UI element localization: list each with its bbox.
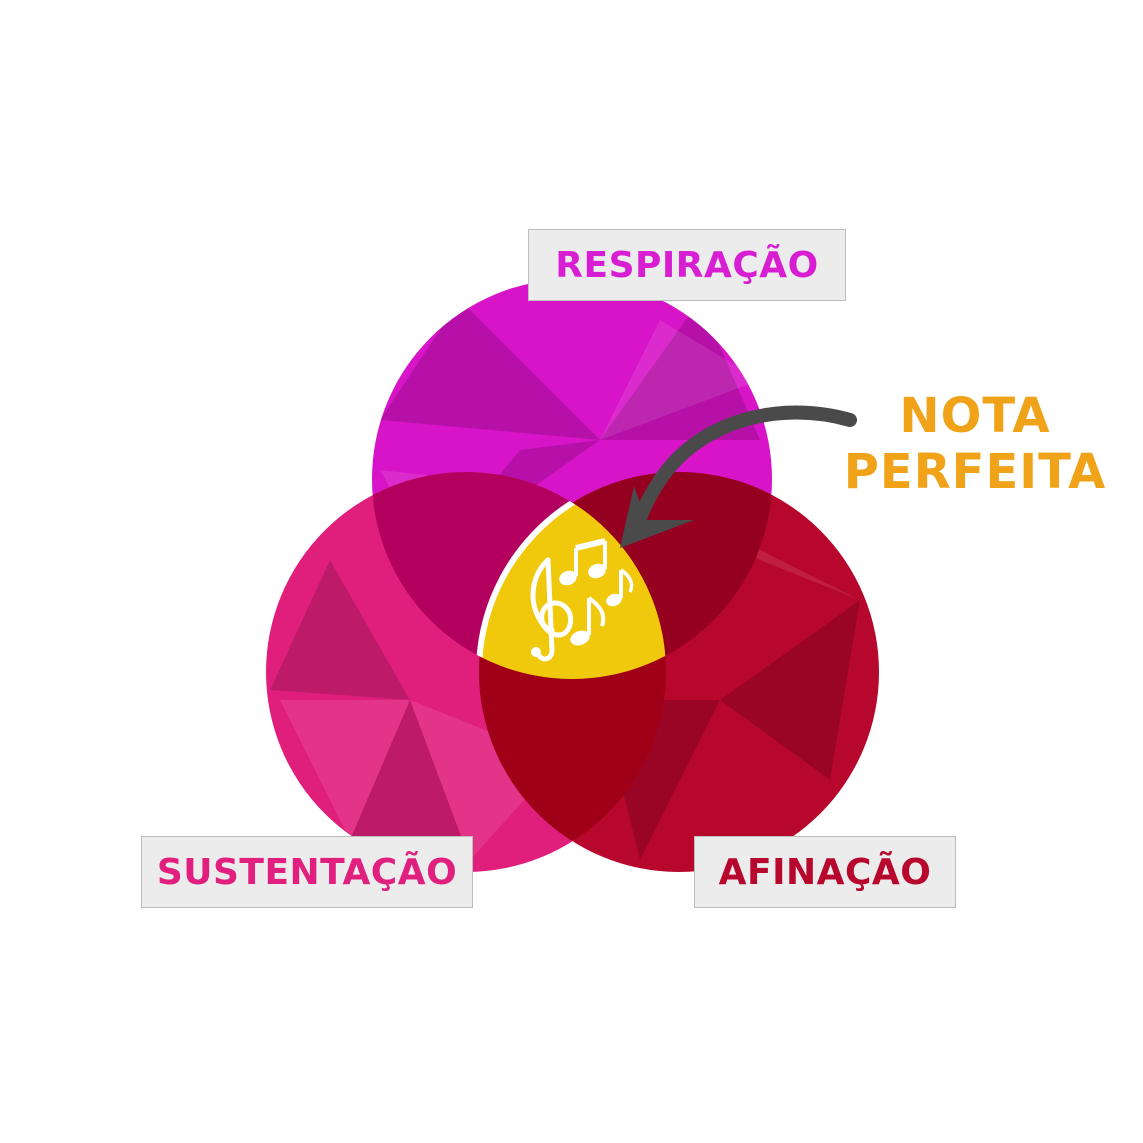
label-respiracao: RESPIRAÇÃO [528,229,846,301]
callout-arrow [620,405,857,548]
label-sustentacao: SUSTENTAÇÃO [141,836,473,908]
callout-line-2: PERFEITA [843,444,1107,500]
label-afinacao: AFINAÇÃO [694,836,956,908]
music-notes-icon [530,538,634,662]
label-sustentacao-text: SUSTENTAÇÃO [156,851,458,893]
facet-texture [270,300,860,860]
nota-perfeita-callout: NOTA PERFEITA [830,388,1120,500]
callout-line-1: NOTA [899,388,1051,444]
label-afinacao-text: AFINAÇÃO [718,851,932,893]
label-respiracao-text: RESPIRAÇÃO [555,244,819,286]
